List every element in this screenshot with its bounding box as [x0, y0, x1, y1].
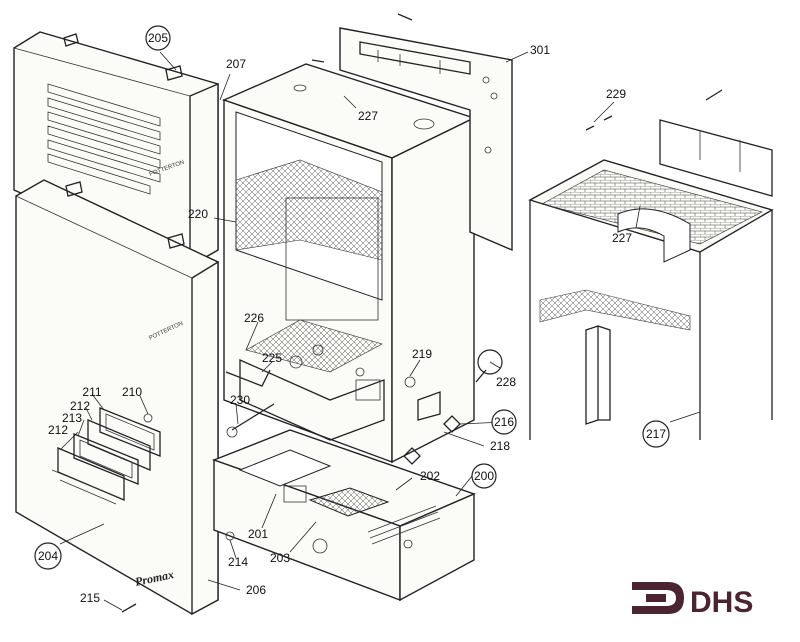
callout-circle-216 [491, 409, 517, 435]
alternative-chassis [528, 119, 774, 440]
callout-214: 214 [228, 555, 248, 569]
callout-203: 203 [270, 551, 290, 565]
callout-227-top: 227 [358, 109, 378, 123]
callout-226: 226 [244, 311, 264, 325]
callout-circle-205 [145, 25, 171, 51]
callout-213: 213 [62, 411, 82, 425]
callout-206: 206 [246, 583, 266, 597]
callout-205: 205 [148, 31, 168, 45]
part-callouts: 205 207 301 227 229 220 227 226 225 219 … [34, 25, 670, 605]
control-panel-assembly [212, 429, 476, 602]
wall-mounting-plate [311, 13, 513, 252]
callout-229: 229 [606, 87, 626, 101]
callout-202: 202 [420, 469, 440, 483]
callout-200: 200 [474, 469, 494, 483]
callout-225: 225 [262, 351, 282, 365]
callout-212-bottom: 212 [48, 423, 68, 437]
callout-212-top: 212 [70, 399, 90, 413]
dhs-logo: DHS [632, 582, 753, 619]
boiler-chassis [222, 63, 476, 465]
callout-218: 218 [490, 439, 510, 453]
leader-lines [59, 51, 701, 611]
callout-circle-217 [642, 420, 670, 448]
dhs-logo-text: DHS [690, 586, 753, 619]
callout-201: 201 [248, 527, 268, 541]
callout-211: 211 [82, 385, 101, 399]
callout-216: 216 [494, 415, 514, 429]
callout-219: 219 [412, 347, 432, 361]
casing-louvres [47, 83, 161, 195]
callout-204: 204 [38, 549, 58, 563]
callout-210: 210 [122, 385, 142, 399]
callout-227-alt: 227 [612, 231, 632, 245]
callout-circle-200 [471, 463, 497, 489]
viewing-window-assembly [51, 407, 161, 505]
callout-217: 217 [646, 427, 666, 441]
callout-220: 220 [188, 207, 208, 221]
callout-circle-204 [34, 542, 62, 570]
callout-301: 301 [530, 43, 550, 57]
front-panel: POTTERTON Promax [15, 179, 219, 616]
callout-230: 230 [230, 393, 250, 407]
callout-228: 228 [496, 375, 516, 389]
callout-207: 207 [226, 57, 246, 71]
callout-215: 215 [80, 591, 100, 605]
